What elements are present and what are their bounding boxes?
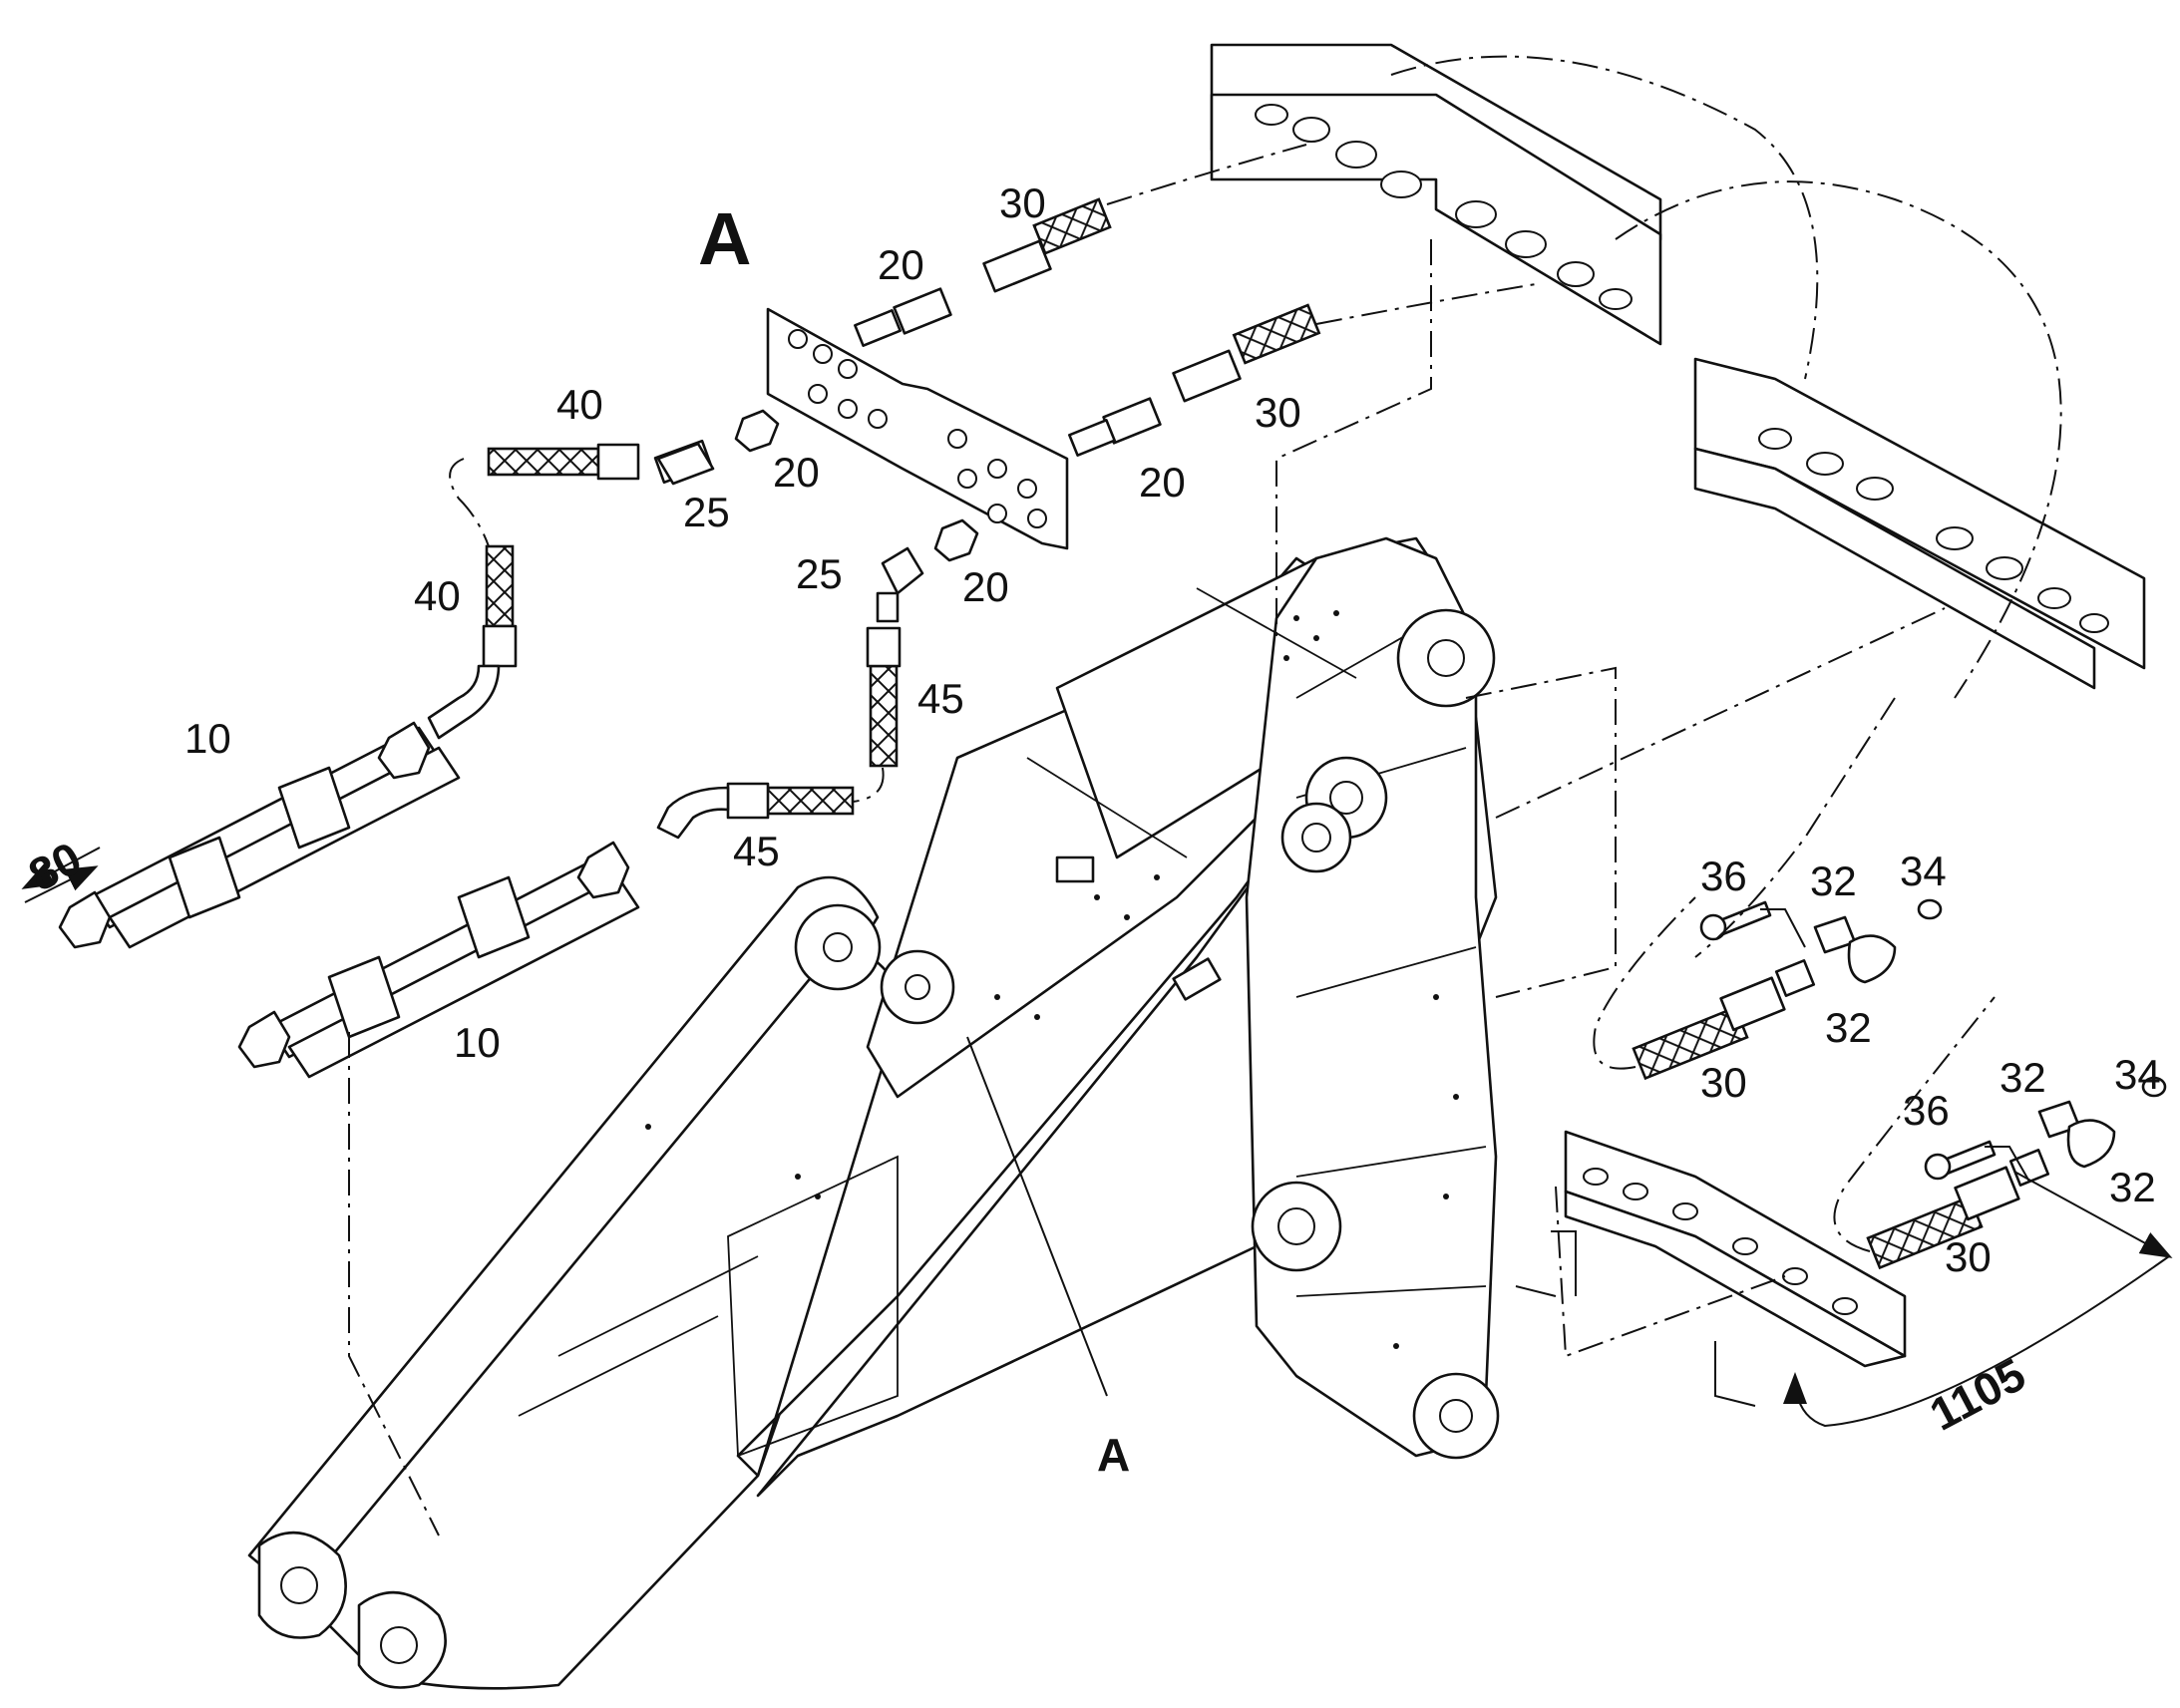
label-32-lower-b: 32 [2109, 1164, 2156, 1210]
dimension-80-label: 80 [20, 832, 90, 901]
right-hose-block [1693, 357, 2146, 690]
label-32-upper-b: 32 [1825, 1004, 1872, 1051]
hose-30-top [854, 197, 1112, 347]
detail-a-title: A [698, 197, 751, 280]
label-40-lower: 40 [414, 572, 461, 619]
label-25-upper: 25 [683, 489, 730, 535]
label-20-mid: 20 [1139, 459, 1186, 506]
dimension-1105-label: 1105 [1922, 1348, 2034, 1441]
label-20-nut-upper: 20 [773, 449, 820, 496]
label-34-upper: 34 [1900, 848, 1947, 894]
label-10-upper: 10 [184, 715, 231, 762]
o-rings-34 [1917, 898, 2167, 1098]
label-34-lower: 34 [2114, 1051, 2161, 1098]
pipe-assembly-10-lower [237, 841, 640, 1079]
label-40-upper: 40 [556, 381, 603, 428]
fitting-plate [766, 307, 1069, 550]
detail-a-ref: A [1097, 1429, 1130, 1481]
label-10-lower: 10 [454, 1019, 501, 1066]
label-36-lower: 36 [1903, 1087, 1950, 1134]
hose-30-right-lower [1833, 996, 2050, 1270]
rivet-dots [645, 610, 1459, 1349]
top-hose-block [1210, 43, 1662, 346]
label-32-lower-a: 32 [1999, 1054, 2046, 1101]
pipe-assembly-10-upper [58, 721, 461, 949]
routing-lines [348, 55, 2062, 1537]
hose-30-right-upper [1593, 896, 1816, 1081]
label-30-mid: 30 [1255, 389, 1301, 436]
hose-30-mid [1068, 303, 1321, 457]
label-25-lower: 25 [796, 550, 843, 597]
boom-assembly [247, 536, 1500, 1690]
label-36-upper: 36 [1700, 853, 1747, 899]
label-45-lower: 45 [733, 828, 780, 874]
nuts-20 [734, 409, 979, 562]
label-20-top: 20 [878, 241, 924, 288]
bolts-36 [1699, 900, 1997, 1181]
flange-clamps-32 [1813, 915, 2116, 1169]
dimension-1105 [1783, 1171, 2173, 1428]
label-30-right-lower: 30 [1945, 1233, 1992, 1280]
label-32-upper-a: 32 [1810, 857, 1857, 904]
elbow-25 [656, 442, 924, 623]
hose-45 [656, 626, 902, 840]
bottom-hose-block [1564, 1130, 1907, 1368]
label-30-top: 30 [999, 179, 1046, 226]
label-45-upper: 45 [917, 675, 964, 722]
dimension-80 [21, 847, 101, 903]
label-30-right-upper: 30 [1700, 1059, 1747, 1106]
part-labels: A A 30 20 30 40 40 20 25 20 25 20 45 45 … [20, 179, 2160, 1481]
hose-40 [427, 439, 713, 740]
label-20-nut-lower: 20 [962, 563, 1009, 610]
leader-lines [966, 908, 2030, 1397]
